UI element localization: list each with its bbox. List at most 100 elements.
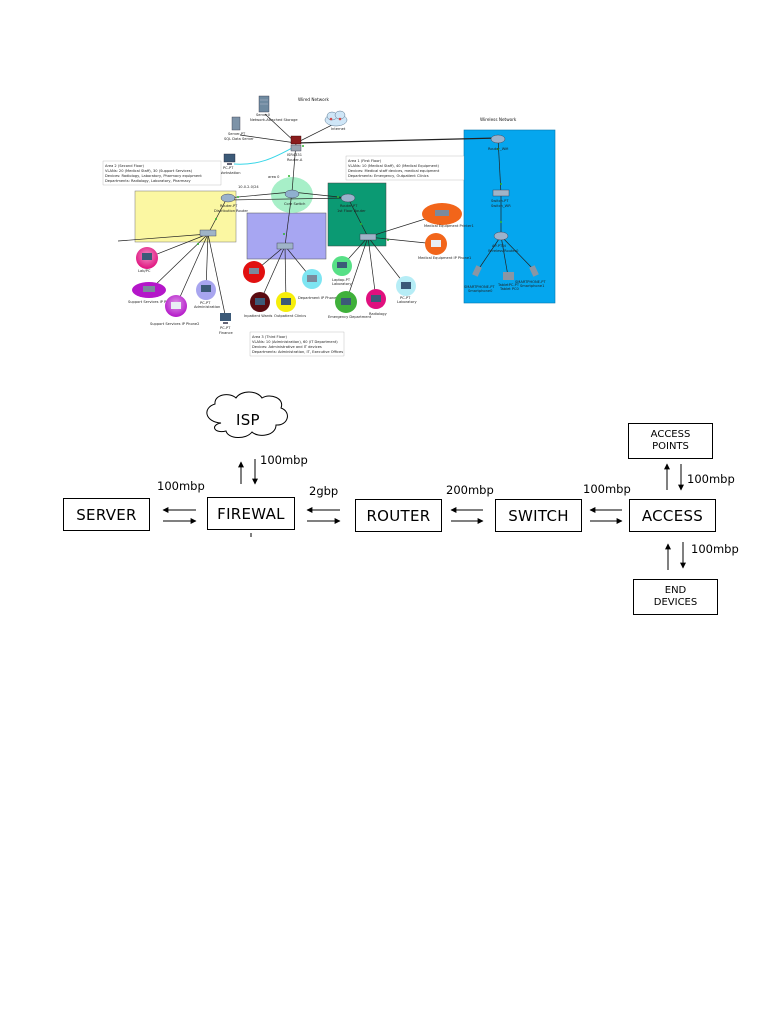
wr-switch-label: Switch-PT: [491, 199, 509, 203]
isr-label: ISR4331: [287, 153, 302, 157]
area2-switch-icon: [199, 229, 217, 237]
server-pt-icon: [231, 116, 241, 131]
ip-net-label: 10.0.2.0/24: [238, 185, 259, 189]
svg-text:Departments: Radiology, Labora: Departments: Radiology, Laboratory, Phar…: [105, 179, 192, 183]
outpatient-pc-icon: [276, 292, 296, 312]
router-switch-speed: 200mbp: [446, 483, 494, 497]
med-ip-label: Medical Equipment IP Phone1: [418, 256, 471, 260]
wr-router-label: Router_Wifi: [488, 147, 508, 151]
radiology-device-icon: [366, 289, 386, 309]
isp-cloud-icon: [206, 391, 288, 438]
area2-router-sub: Distribution Router: [214, 209, 249, 213]
tablet-icon: [503, 272, 514, 280]
dept-ip-phone-icon: [302, 269, 322, 289]
laptop-icon: [332, 256, 352, 276]
area1-router-sub: 1st Floor Router: [337, 209, 366, 213]
laptop-sub: Laboratory: [332, 282, 352, 286]
tablet-label: TabletPC-PT: [497, 283, 520, 287]
access-end-speed: 100mbp: [691, 542, 739, 556]
isp-firewall-speed: 100mbp: [260, 453, 308, 467]
inpatient-label: Inpatient Wards: [244, 314, 272, 318]
server-node: SERVER: [63, 498, 150, 531]
support-ip-phone2-icon: [165, 295, 187, 317]
internet-cloud-icon: [324, 110, 348, 127]
area1-router-icon: [340, 193, 356, 203]
inpatient-device-icon: [243, 261, 265, 283]
wr-switch-sub: Switch_WR: [491, 204, 511, 208]
end-devices-line1: END: [664, 585, 687, 596]
server0-label: Server0: [256, 113, 271, 117]
end-devices-node: END DEVICES: [633, 579, 718, 615]
area1-router-label: Router-PT: [340, 204, 358, 208]
area3-note: Area 3 (Third Floor) VLANs: 10 (Administ…: [249, 331, 345, 357]
firewall-node: FIREWAL: [207, 497, 295, 530]
svg-text:Departments: Emergency, Outpat: Departments: Emergency, Outpatient Clini…: [348, 174, 429, 178]
emergency-pc-icon: [335, 291, 357, 313]
lab-pc-icon: [136, 247, 158, 269]
server-firewall-speed: 100mbp: [157, 479, 205, 493]
pc-admin-label: PC-PT: [200, 301, 211, 305]
wired-network-title: Wired Network: [298, 97, 329, 102]
smartphone1-sub: Smartphone0: [468, 289, 493, 293]
isp-label: ISP: [236, 411, 260, 429]
wireless-router-icon: [490, 134, 506, 144]
core-switch-icon: [284, 189, 300, 199]
internet-label: Internet: [331, 127, 346, 131]
svg-text:Devices: Radiology, Laboratory: Devices: Radiology, Laboratory, Pharmacy…: [105, 174, 202, 178]
svg-text:VLANs: 10 (Medical Staff), 40: VLANs: 10 (Medical Staff), 40 (Medical E…: [348, 164, 440, 168]
access-point-icon: [493, 231, 509, 241]
lab2-pc-label: PC-PT: [400, 296, 411, 300]
area2-router-label: Router-PT: [220, 204, 238, 208]
workstation-label: Workstation: [219, 171, 240, 175]
smartphone1-label: SMARTPHONE-PT: [464, 285, 495, 289]
area3-switch-icon: [276, 242, 294, 250]
access-points-speed: 100mbp: [687, 472, 735, 486]
lab2-pc-icon: [396, 276, 416, 296]
smartphone2-label: SMARTPHONE-PT: [515, 280, 546, 284]
area0-label: area 0: [268, 175, 280, 179]
med-printer-icon: [422, 203, 462, 225]
network-topology-diagram: Server0 Network-Attached Storage Server-…: [102, 95, 556, 357]
firewall-router-speed: 2gbp: [309, 484, 339, 498]
lab-pc-label: Lab/PC: [138, 269, 151, 273]
server0-icon: [258, 95, 270, 113]
wr-ap-label: AP-PT-N: [492, 244, 506, 248]
svg-text:Area 3 (Third Floor): Area 3 (Third Floor): [252, 335, 287, 339]
svg-text:VLANs: 20 (Medical Staff), 30: VLANs: 20 (Medical Staff), 30 (Support S…: [105, 169, 193, 173]
laptop-label: Laptop-PT: [332, 278, 351, 282]
server-pt-label: Server-PT: [228, 132, 246, 136]
pc-admin-sub: Administration: [194, 305, 220, 309]
finance-pc-icon: [220, 313, 231, 324]
flow-connectors: [162, 391, 686, 570]
link-status-dots: [197, 145, 502, 245]
sql-server-label: SQL Data Server: [224, 137, 254, 141]
area1-zone: [327, 182, 387, 247]
wireless-network-title: Wireless Network: [480, 117, 517, 122]
support-ip2-label: Support Services IP Phone2: [150, 322, 199, 326]
switch-node: SWITCH: [495, 499, 582, 532]
wr-ap-sub: Wireless Router0: [488, 249, 519, 253]
med-printer-label: Medical Equipment Printer1: [424, 224, 474, 228]
smartphone2-sub: Smartphone1: [520, 284, 544, 288]
support-ip-label: Support Services IP Phone: [128, 300, 176, 304]
core-label: Core Switch: [284, 202, 305, 206]
firewall-router-icon: [290, 135, 302, 152]
workstation-pc-icon: [223, 153, 236, 165]
area2-zone: [134, 190, 237, 243]
access-points-node: ACCESS POINTS: [628, 423, 713, 459]
switch-access-speed: 100mbp: [583, 482, 631, 496]
tablet-sub: Tablet PC0: [499, 287, 520, 291]
area1-switch-icon: [359, 233, 377, 241]
svg-text:Area 2 (Second Floor): Area 2 (Second Floor): [105, 164, 145, 168]
pc-ws-label: PC-PT: [223, 166, 234, 170]
smartphone0-icon: [472, 265, 482, 277]
emergency-label: Emergency Department: [328, 315, 372, 319]
router-node: ROUTER: [355, 499, 442, 532]
med-ip-phone-icon: [425, 233, 447, 255]
end-devices-line2: DEVICES: [653, 597, 698, 608]
access-points-line2: POINTS: [652, 441, 689, 452]
access-points-line1: ACCESS: [650, 429, 691, 440]
inpatient-wards-icon: [250, 292, 270, 312]
radiology-label: Radiology: [369, 312, 388, 316]
lab2-label: Laboratory: [397, 300, 417, 304]
